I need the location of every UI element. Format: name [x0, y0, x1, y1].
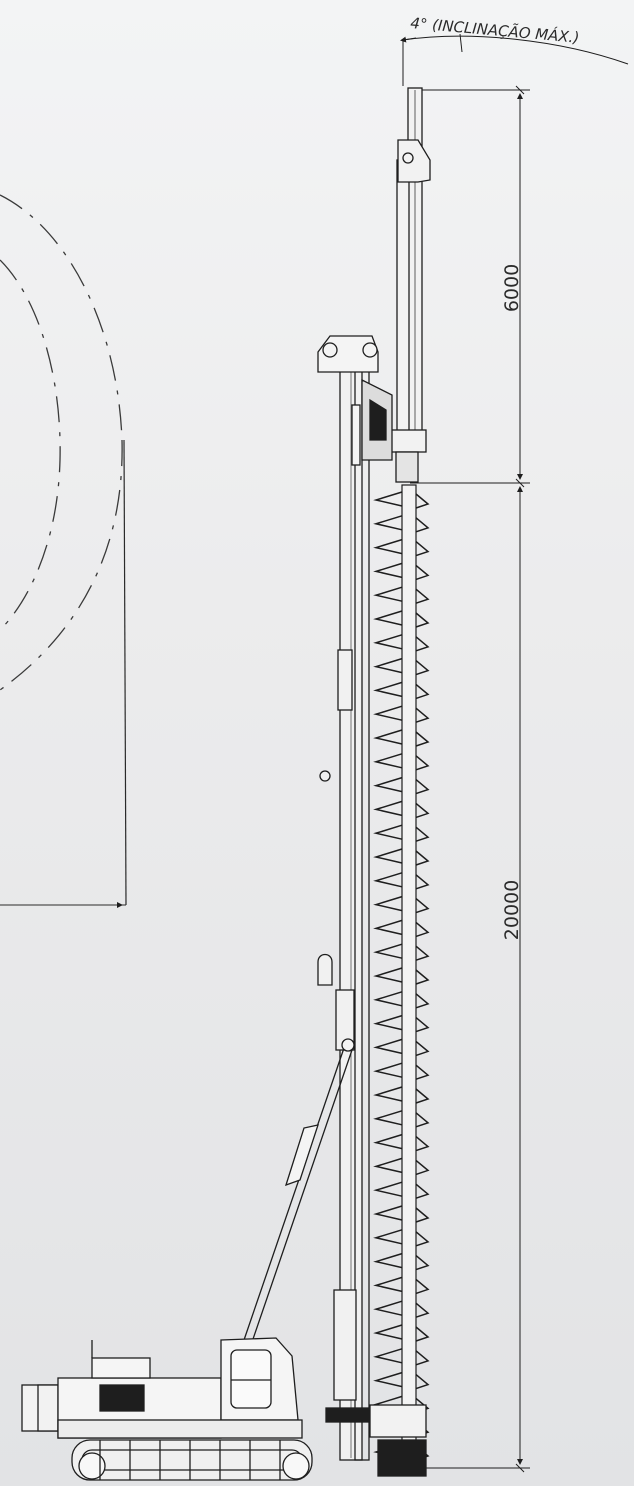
auger-flights [373, 484, 430, 1461]
auger-flight [373, 943, 430, 961]
auger-flight [373, 1324, 430, 1342]
auger-flight [373, 657, 430, 676]
auger-flight [373, 1133, 430, 1152]
auger-flight [373, 634, 430, 652]
auger-flight [373, 586, 430, 604]
auger-flight [373, 705, 430, 723]
auger-flight [373, 610, 430, 628]
auger-flight [373, 1014, 430, 1033]
mast-head [317, 335, 393, 466]
base-machine [21, 1337, 427, 1481]
auger-flight [373, 1181, 430, 1199]
auger-flight [373, 848, 430, 866]
swing-radius-arcs [0, 194, 127, 908]
auger-flight [373, 562, 430, 581]
inclination-label: 4° (INCLINAÇÃO MÁX.) [410, 13, 580, 47]
auger-shaft [401, 484, 417, 1461]
auger-flight [373, 515, 430, 533]
auger-flight [373, 1348, 430, 1366]
auger-flight [373, 1300, 430, 1318]
auger-flight [373, 776, 430, 795]
auger-flight [373, 753, 430, 771]
auger-flight [373, 1276, 430, 1295]
auger-flight [373, 1157, 430, 1176]
auger-flight [373, 919, 430, 938]
inclination-annotation: 4° (INCLINAÇÃO MÁX.) [400, 13, 629, 86]
dimension-lines [410, 85, 530, 1473]
auger-flight [373, 1038, 430, 1057]
auger-flight [373, 491, 430, 509]
dimension-20000-label: 20000 [501, 880, 523, 940]
auger-flight [373, 681, 430, 700]
auger-flight [373, 1062, 430, 1080]
mast [317, 369, 370, 1461]
auger-flight [373, 1110, 430, 1128]
auger-flight [373, 538, 430, 557]
auger-flight [373, 729, 430, 747]
auger-flight [373, 967, 430, 985]
auger-flight [373, 895, 430, 914]
auger-flight [373, 1371, 430, 1390]
auger-flight [373, 824, 430, 842]
boom-cylinder [243, 1038, 355, 1343]
auger-flight [373, 1086, 430, 1104]
auger-flight [373, 1205, 430, 1223]
dimension-6000-label: 6000 [501, 264, 523, 312]
auger-flight [373, 800, 430, 819]
auger-flight [373, 872, 430, 890]
auger-flight [373, 991, 430, 1009]
kelly-bar [389, 87, 431, 483]
auger-flight [373, 1229, 430, 1247]
auger-flight [373, 1252, 430, 1271]
